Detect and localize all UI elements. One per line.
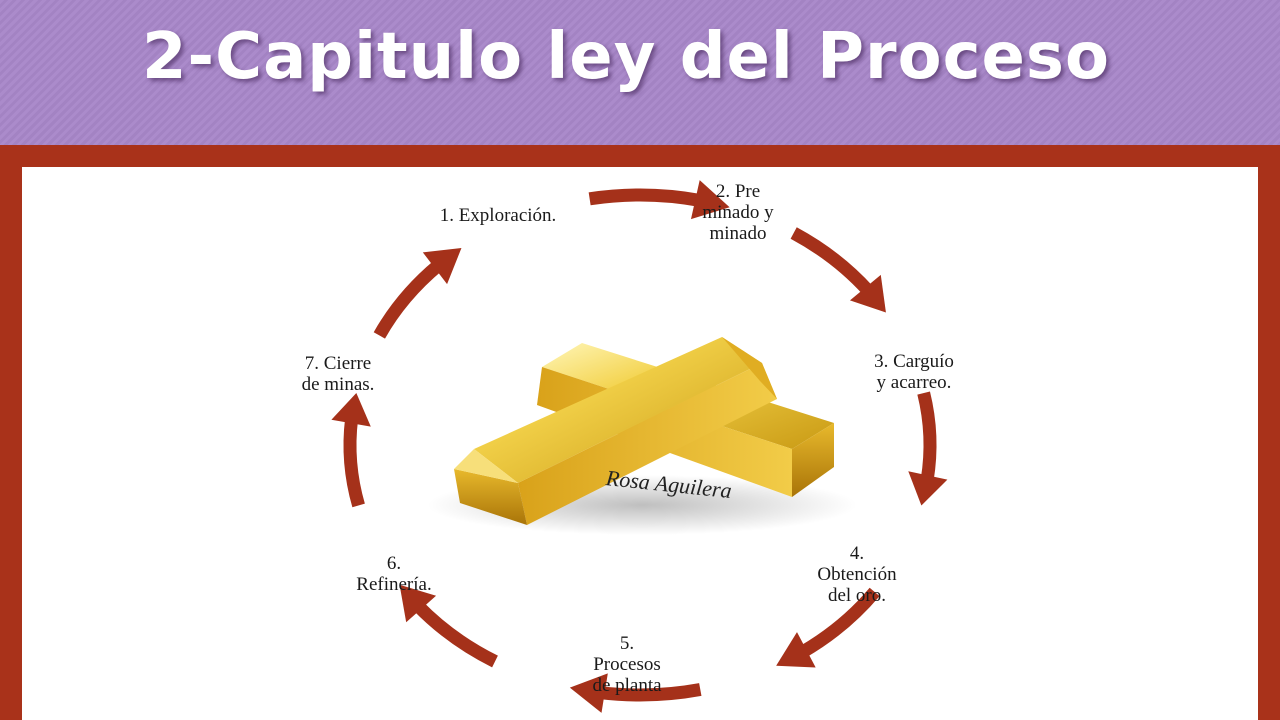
slide-title: 2-Capitulo ley del Proceso — [142, 20, 1110, 94]
cycle-arrow-5 — [598, 683, 702, 702]
cycle-arrowhead-8 — [422, 247, 462, 285]
cycle-arrow-2 — [790, 227, 874, 296]
step-label-1: 1. Exploración. — [439, 205, 557, 226]
cycle-diagram: Rosa Aguilera — [331, 180, 948, 713]
step-label-6: 6.Refinería. — [356, 553, 432, 595]
cycle-arrowhead-7 — [331, 393, 371, 427]
cycle-arrow-4 — [798, 587, 880, 658]
cycle-arrowhead-1 — [690, 180, 730, 220]
cycle-arrows — [331, 180, 948, 713]
cycle-arrow-1 — [588, 188, 702, 207]
gold-bars-icon: Rosa Aguilera — [427, 337, 857, 535]
cycle-arrowhead-2 — [849, 274, 886, 313]
cycle-arrowhead-5 — [569, 673, 608, 713]
cycle-arrowhead-6 — [399, 584, 437, 623]
cycle-arrow-8 — [373, 260, 443, 339]
cycle-arrowhead-3 — [908, 471, 948, 506]
title-bar: 2-Capitulo ley del Proceso — [0, 0, 1280, 145]
cycle-arrow-3 — [917, 391, 937, 481]
cycle-arrowhead-4 — [776, 632, 816, 668]
cycle-arrow-7 — [343, 418, 365, 508]
cycle-arrow-6 — [413, 601, 498, 668]
